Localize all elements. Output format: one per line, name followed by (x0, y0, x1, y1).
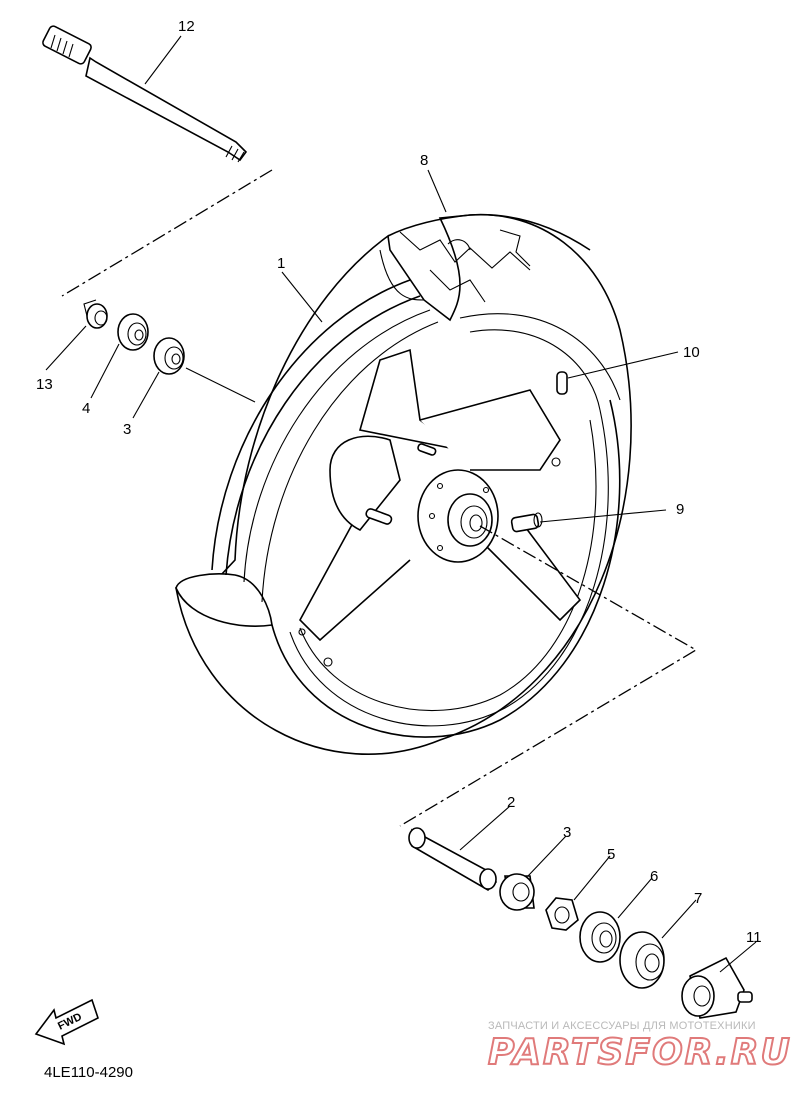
lower-assembly-axis-line (399, 525, 698, 827)
retainer-part-5 (545, 897, 579, 931)
label-part-11: 11 (746, 929, 762, 946)
label-part-9: 9 (676, 501, 684, 518)
label-part-13: 13 (36, 376, 53, 393)
watermark-brand: PARTSFOR.RU (487, 1031, 792, 1074)
collar-part-13 (83, 299, 108, 329)
bearing-part-7 (619, 931, 665, 989)
label-part-7: 7 (694, 890, 702, 907)
part-number-labels: 12 8 1 10 13 4 3 9 2 3 5 6 7 11 (36, 18, 762, 946)
label-part-12: 12 (178, 18, 195, 35)
collar-part-2 (408, 827, 498, 892)
oil-seal-part-6 (579, 911, 621, 963)
axle-part-12 (42, 25, 248, 163)
label-part-5: 5 (607, 846, 615, 863)
watermark-caption: ЗАПЧАСТИ И АКСЕССУАРЫ ДЛЯ МОТОТЕХНИКИ (488, 1020, 756, 1032)
valve-part-9 (510, 512, 543, 533)
drawing-code: 4LE110-4290 (44, 1064, 133, 1081)
leader-3-left-to-wheel (185, 367, 256, 403)
label-part-8: 8 (420, 152, 428, 169)
label-part-10: 10 (683, 344, 700, 361)
forward-direction-arrow: FWD (34, 998, 99, 1046)
label-part-4: 4 (82, 400, 90, 417)
assembly-axis-line (61, 169, 273, 297)
label-part-3-right: 3 (563, 824, 571, 841)
leader-lines (45, 35, 757, 973)
wheel-assembly-part-1 (175, 213, 632, 755)
bearing-part-4 (117, 313, 149, 351)
label-part-3-left: 3 (123, 421, 131, 438)
spacer-part-3-left (153, 337, 185, 375)
label-part-6: 6 (650, 868, 658, 885)
meter-gear-part-11 (681, 956, 753, 1019)
label-part-1: 1 (277, 255, 285, 272)
label-part-2: 2 (507, 794, 515, 811)
spacer-part-3-right (499, 873, 535, 911)
balance-weight-part-10 (556, 371, 568, 395)
